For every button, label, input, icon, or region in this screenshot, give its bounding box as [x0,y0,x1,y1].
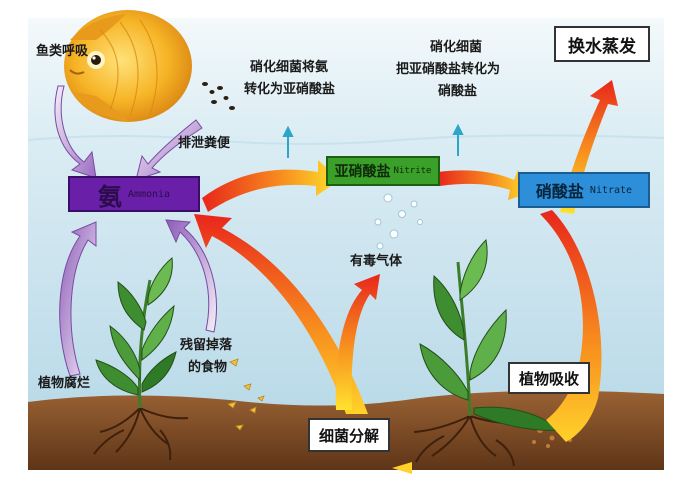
nitrite-cn: 亚硝酸盐 [334,164,391,180]
bacteria-decompose-box: 细菌分解 [308,418,390,452]
label-toxic-gas: 有毒气体 [350,254,403,269]
water-change-box: 换水蒸发 [554,26,650,62]
plant-absorb-box: 植物吸收 [508,362,590,394]
bubbles [374,193,423,250]
ammonia-box: 氨 Ammonia [68,176,200,212]
plant-absorb-label: 植物吸收 [518,369,579,388]
arrow-fish-breathing [54,85,97,179]
nitrite-box: 亚硝酸盐 Nitrite [326,156,440,186]
arrow-decompose-to-gas [335,274,380,410]
bacteria-decompose-label: 细菌分解 [318,426,379,445]
plant-left [95,257,177,409]
arrow-plant-decay [59,221,97,377]
label-bacteria-nitrite-1: 硝化细菌 [430,40,483,55]
label-bacteria-ammonia-2: 转化为亚硝酸盐 [244,82,336,97]
nitrite-en: Nitrite [393,166,432,176]
water-surface [27,134,665,145]
fish [64,10,192,122]
label-bacteria-nitrite-2: 把亚硝酸盐转化为 [396,62,501,77]
arrow-leftover-food [165,219,217,333]
small-up-arrows [282,123,464,158]
label-fish-breathing: 鱼类呼吸 [36,44,89,59]
label-bacteria-nitrite-3: 硝酸盐 [438,84,478,99]
arrow-nitrite-to-nitrate [438,170,532,200]
nitrate-en: Nitrate [589,184,633,196]
water-change-label: 换水蒸发 [568,36,636,57]
roots-left [93,407,189,461]
food-flakes [227,358,265,431]
arrow-small-bottom [392,462,412,474]
arrow-ammonia-to-nitrite [202,160,340,212]
label-leftover-food-2: 的食物 [188,360,228,375]
ammonia-en: Ammonia [127,188,171,200]
ammonia-cn: 氨 [97,181,122,211]
plant-right [419,238,562,431]
excrement-dots [202,82,235,110]
label-plant-decay: 植物腐烂 [38,376,91,391]
nitrate-box: 硝酸盐 Nitrate [518,172,650,208]
label-bacteria-ammonia-1: 硝化细菌将氨 [250,60,329,75]
label-leftover-food-1: 残留掉落 [180,338,233,353]
label-excretion: 排泄粪便 [178,136,231,151]
nitrate-cn: 硝酸盐 [535,182,584,201]
